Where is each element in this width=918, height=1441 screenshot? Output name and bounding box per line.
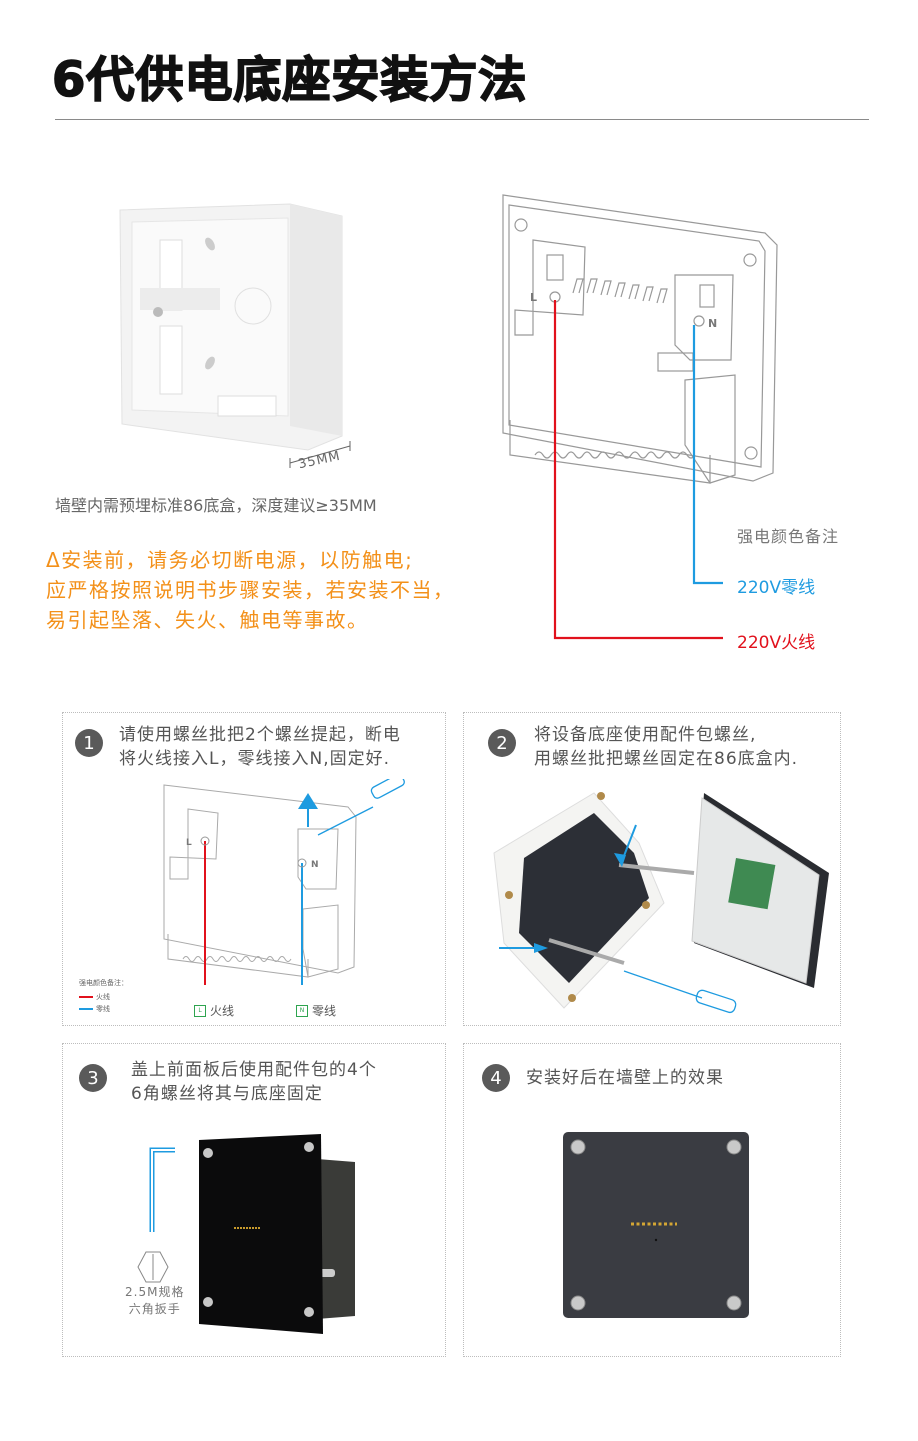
arrow-icon xyxy=(534,943,548,953)
step-number-badge: 3 xyxy=(79,1064,107,1092)
terminal-wiring-illustration: L N xyxy=(163,779,405,985)
step-instruction-line: 盖上前面板后使用配件包的4个 xyxy=(131,1060,377,1080)
warning-line: 应严格按照说明书步骤安装，若安装不当， xyxy=(46,578,455,602)
step-instruction-line: 将设备底座使用配件包螺丝, xyxy=(534,725,757,745)
screwdriver-icon xyxy=(623,970,737,1014)
mini-legend-neutral: 零线 xyxy=(96,1005,110,1013)
wrench-spec-line: 六角扳手 xyxy=(128,1302,181,1316)
wire-legend-title: 强电颜色备注 xyxy=(737,527,840,546)
warning-line: Δ安装前，请务必切断电源，以防触电; xyxy=(46,548,414,572)
page-title: 6代供电底座安装方法 xyxy=(51,51,528,109)
wrench-spec-line: 2.5M规格 xyxy=(125,1285,185,1299)
mini-legend-live: 火线 xyxy=(96,993,110,1001)
step-instruction-line: 安装好后在墙壁上的效果 xyxy=(526,1068,724,1088)
neutral-wire-label: 220V零线 xyxy=(737,578,816,598)
step-panel-1: 1 请使用螺丝批把2个螺丝提起，断电 将火线接入L，零线接入N,固定好. L N… xyxy=(62,712,446,1026)
step-number-badge: 4 xyxy=(482,1064,510,1092)
lift-arrow-icon xyxy=(298,793,318,809)
neutral-wire xyxy=(692,325,723,585)
step-panel-3: 3 盖上前面板后使用配件包的4个 6角螺丝将其与底座固定 2.5M规格 六角扳手 xyxy=(62,1043,446,1357)
mini-legend-title: 强电颜色备注： xyxy=(79,979,128,987)
step-panel-4: 4 安装好后在墙壁上的效果 xyxy=(463,1043,841,1357)
box-caption: 墙壁内需预埋标准86底盒，深度建议≥35MM xyxy=(55,496,377,515)
step-number-badge: 1 xyxy=(75,729,103,757)
live-swatch xyxy=(79,996,93,998)
hex-wrench-icon xyxy=(149,1147,175,1232)
terminal-n-label: N xyxy=(708,317,717,330)
wiring-diagram: L N xyxy=(502,194,778,640)
step-instruction-line: 6角螺丝将其与底座固定 xyxy=(131,1084,323,1104)
step-instruction-line: 用螺丝批把螺丝固定在86底盒内. xyxy=(534,749,799,769)
terminal-n-label: N xyxy=(311,860,319,870)
step-instruction-line: 将火线接入L，零线接入N,固定好. xyxy=(119,749,390,769)
hexagon-icon xyxy=(137,1251,169,1283)
neutral-tag-label: 零线 xyxy=(312,1004,337,1018)
installed-panel-illustration xyxy=(563,1132,749,1318)
base-mounting-illustration xyxy=(493,792,829,1014)
live-wire-label: 220V火线 xyxy=(737,633,816,653)
live-tag-label: 火线 xyxy=(210,1004,235,1018)
step-instruction-line: 请使用螺丝批把2个螺丝提起，断电 xyxy=(119,725,401,745)
safety-warning: Δ安装前，请务必切断电源，以防触电; 应严格按照说明书步骤安装，若安装不当， 易… xyxy=(46,545,455,635)
live-wire xyxy=(553,300,723,640)
step-number-badge: 2 xyxy=(488,729,516,757)
neutral-terminal-tag: N xyxy=(296,1004,308,1017)
terminal-l-label: L xyxy=(530,291,537,304)
live-terminal-tag: L xyxy=(194,1004,206,1017)
front-panel-side-illustration xyxy=(199,1134,355,1334)
terminal-l-label: L xyxy=(186,838,192,848)
title-divider xyxy=(55,119,869,120)
neutral-swatch xyxy=(79,1008,93,1010)
wall-box-illustration xyxy=(119,203,351,468)
warning-line: 易引起坠落、失火、触电等事故。 xyxy=(46,608,369,632)
screwdriver-icon xyxy=(317,779,405,836)
step-panel-2: 2 将设备底座使用配件包螺丝, 用螺丝批把螺丝固定在86底盒内. xyxy=(463,712,841,1026)
